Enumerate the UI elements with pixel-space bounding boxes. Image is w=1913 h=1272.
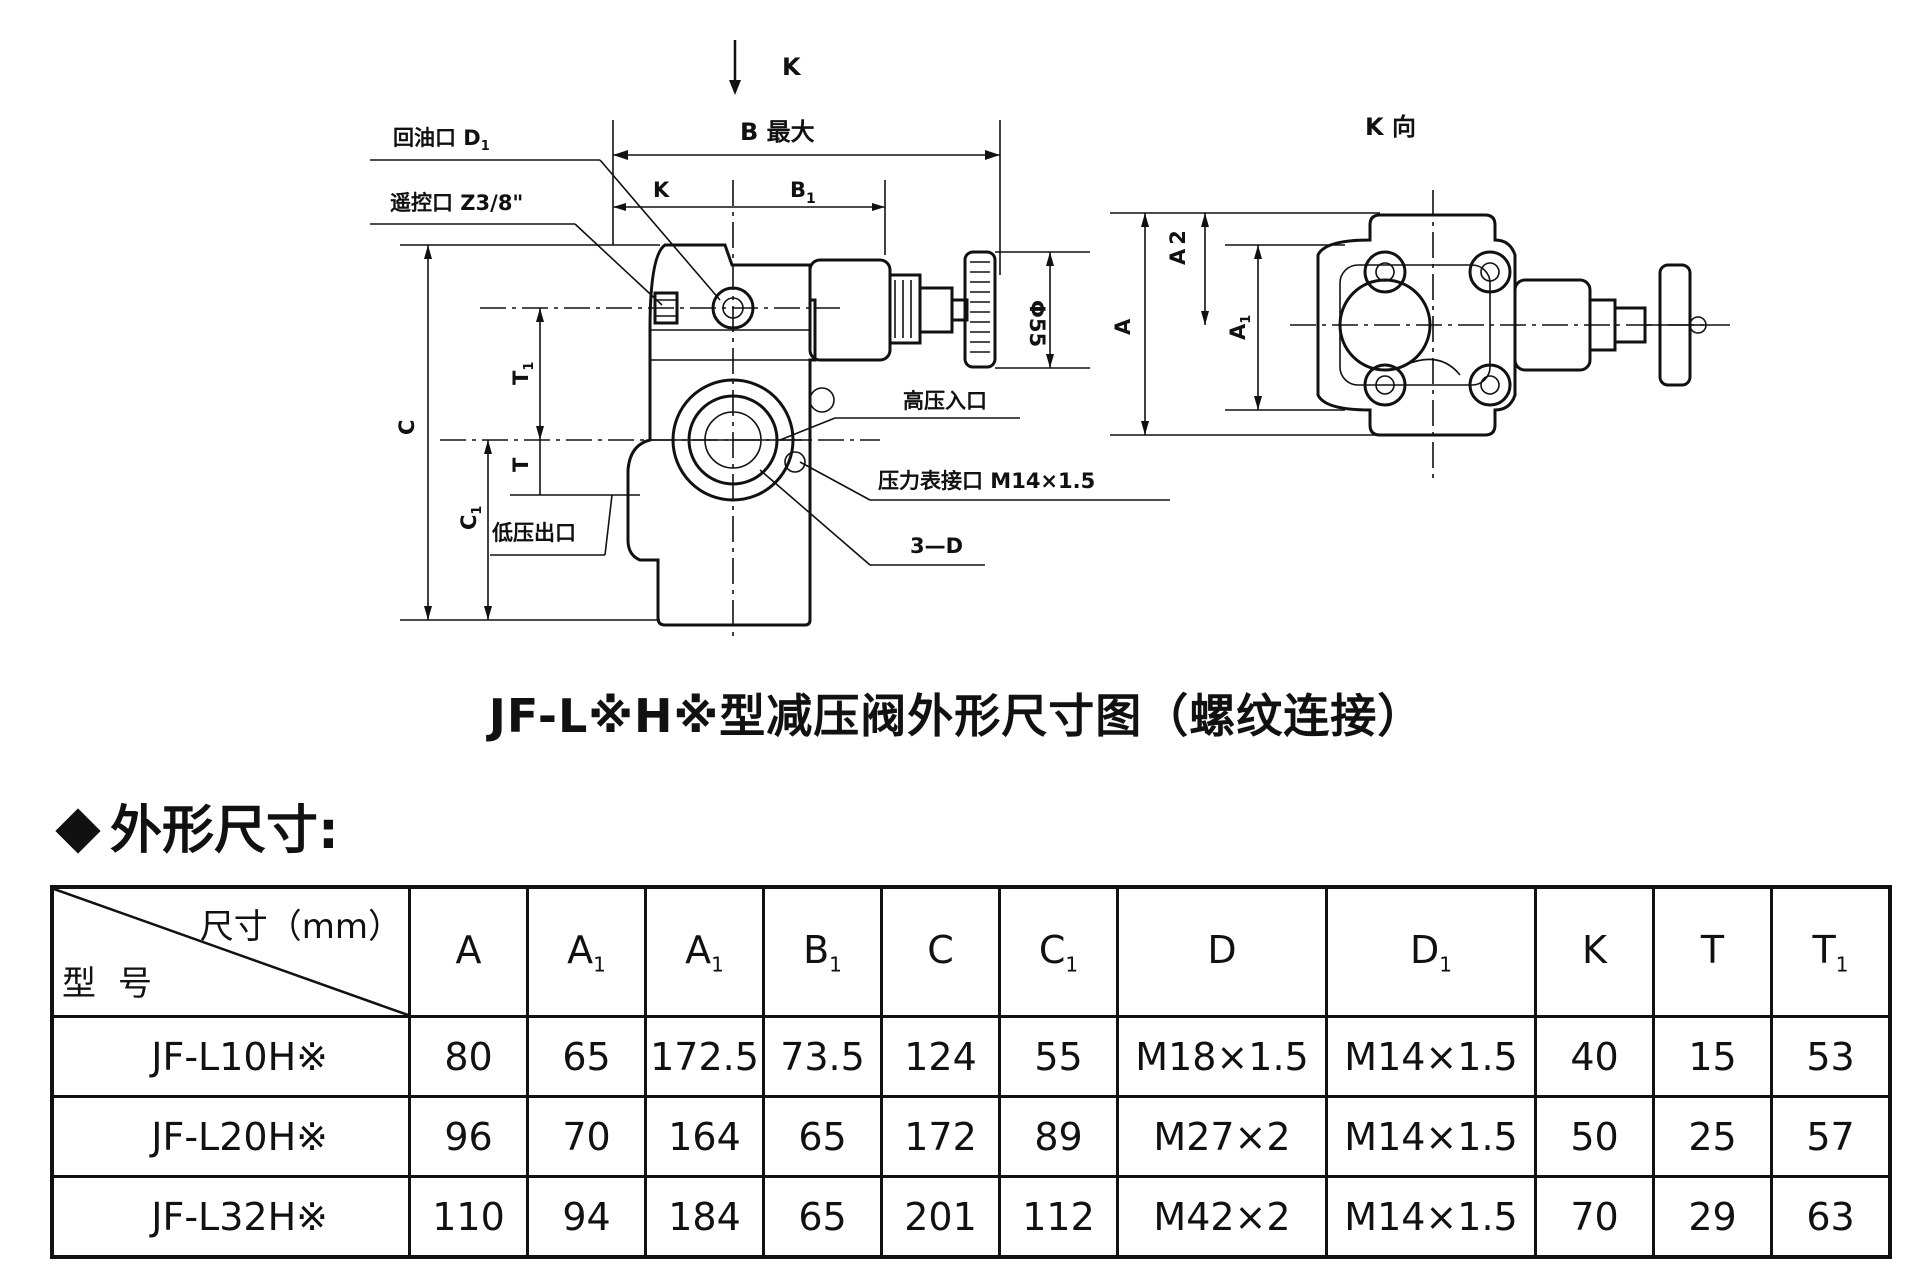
value-cell: 40	[1534, 1015, 1655, 1098]
k-dim-label: K	[653, 178, 670, 202]
value-cell: M14×1.5	[1325, 1095, 1537, 1178]
value-cell: 63	[1770, 1175, 1892, 1259]
model-label: 型号	[62, 964, 174, 1004]
t1-dim-label: T1	[509, 362, 537, 385]
column-header: A1	[526, 885, 647, 1018]
column-header: C	[880, 885, 1001, 1018]
value-cell: 184	[644, 1175, 765, 1259]
column-header: A	[408, 885, 529, 1018]
table-row: JF-L20H※ 96 70 164 65 172 89 M27×2 M14×1…	[50, 1095, 1892, 1178]
value-cell: 50	[1534, 1095, 1655, 1178]
value-cell: 89	[998, 1095, 1119, 1178]
dimension-table: 尺寸（mm） 型号 A A1 A1 B1 C C1 D D1 K T T1 JF…	[50, 885, 1892, 1259]
value-cell: 65	[762, 1095, 883, 1178]
value-cell: 70	[526, 1095, 647, 1178]
front-view: K B 最大 K B1	[370, 40, 1170, 640]
column-header: K	[1534, 885, 1655, 1018]
value-cell: 65	[762, 1175, 883, 1259]
b-max-label: B 最大	[740, 118, 815, 146]
k-view: K 向 A A2	[1110, 113, 1730, 480]
column-header: D	[1116, 885, 1328, 1018]
c-dim-label: C	[395, 420, 419, 435]
holes-label: 3—D	[910, 534, 963, 558]
value-cell: 70	[1534, 1175, 1655, 1259]
value-cell: M14×1.5	[1325, 1175, 1537, 1259]
remote-port-label: 遥控口 Z3/8"	[390, 191, 523, 215]
value-cell: 65	[526, 1015, 647, 1098]
model-cell: JF-L32H※	[50, 1175, 411, 1259]
return-port-label: 回油口 D1	[393, 126, 490, 154]
a1-dim-label: A1	[1226, 315, 1254, 340]
value-cell: 164	[644, 1095, 765, 1178]
table-row: JF-L32H※ 110 94 184 65 201 112 M42×2 M14…	[50, 1175, 1892, 1259]
value-cell: 110	[408, 1175, 529, 1259]
high-pressure-inlet-label: 高压入口	[903, 389, 987, 413]
table-header-row: 尺寸（mm） 型号 A A1 A1 B1 C C1 D D1 K T T1	[50, 885, 1892, 1018]
gauge-port-label: 压力表接口 M14×1.5	[878, 469, 1095, 493]
column-header: A1	[644, 885, 765, 1018]
value-cell: 94	[526, 1175, 647, 1259]
t-dim-label: T	[509, 457, 533, 472]
low-pressure-outlet-label: 低压出口	[491, 521, 576, 545]
value-cell: 73.5	[762, 1015, 883, 1098]
diagonal-divider	[54, 889, 408, 1015]
value-cell: 124	[880, 1015, 1001, 1098]
column-header: C1	[998, 885, 1119, 1018]
b1-dim-label: B1	[790, 178, 816, 207]
column-header: B1	[762, 885, 883, 1018]
c1-dim-label: C1	[457, 506, 485, 530]
value-cell: 29	[1652, 1175, 1773, 1259]
model-cell: JF-L20H※	[50, 1095, 411, 1178]
value-cell: 172	[880, 1095, 1001, 1178]
section-title: 外形尺寸:	[52, 788, 339, 863]
value-cell: M42×2	[1116, 1175, 1328, 1259]
value-cell: M27×2	[1116, 1095, 1328, 1178]
a-dim-label: A	[1111, 318, 1135, 335]
value-cell: 15	[1652, 1015, 1773, 1098]
column-header: D1	[1325, 885, 1537, 1018]
value-cell: M14×1.5	[1325, 1015, 1537, 1098]
column-header: T1	[1770, 885, 1892, 1018]
value-cell: 96	[408, 1095, 529, 1178]
value-cell: 25	[1652, 1095, 1773, 1178]
value-cell: 172.5	[644, 1015, 765, 1098]
drawing-caption: JF-L※H※型减压阀外形尺寸图（螺纹连接）	[488, 689, 1425, 743]
value-cell: 80	[408, 1015, 529, 1098]
value-cell: 112	[998, 1175, 1119, 1259]
value-cell: 57	[1770, 1095, 1892, 1178]
section-title-text: 外形尺寸:	[110, 801, 339, 861]
table-row: JF-L10H※ 80 65 172.5 73.5 124 55 M18×1.5…	[50, 1015, 1892, 1098]
a-half-label: A2	[1166, 230, 1190, 265]
corner-header-cell: 尺寸（mm） 型号	[50, 885, 411, 1018]
phi55-label: Φ55	[1025, 300, 1049, 347]
model-cell: JF-L10H※	[50, 1015, 411, 1098]
value-cell: 201	[880, 1175, 1001, 1259]
diamond-bullet-icon	[55, 808, 101, 854]
valve-outline-drawing: K B 最大 K B1	[370, 40, 1730, 640]
value-cell: M18×1.5	[1116, 1015, 1328, 1098]
unit-label: 尺寸（mm）	[199, 907, 402, 947]
value-cell: 53	[1770, 1015, 1892, 1098]
k-arrow-label: K	[782, 53, 802, 81]
value-cell: 55	[998, 1015, 1119, 1098]
column-header: T	[1652, 885, 1773, 1018]
k-view-title: K 向	[1365, 113, 1416, 141]
